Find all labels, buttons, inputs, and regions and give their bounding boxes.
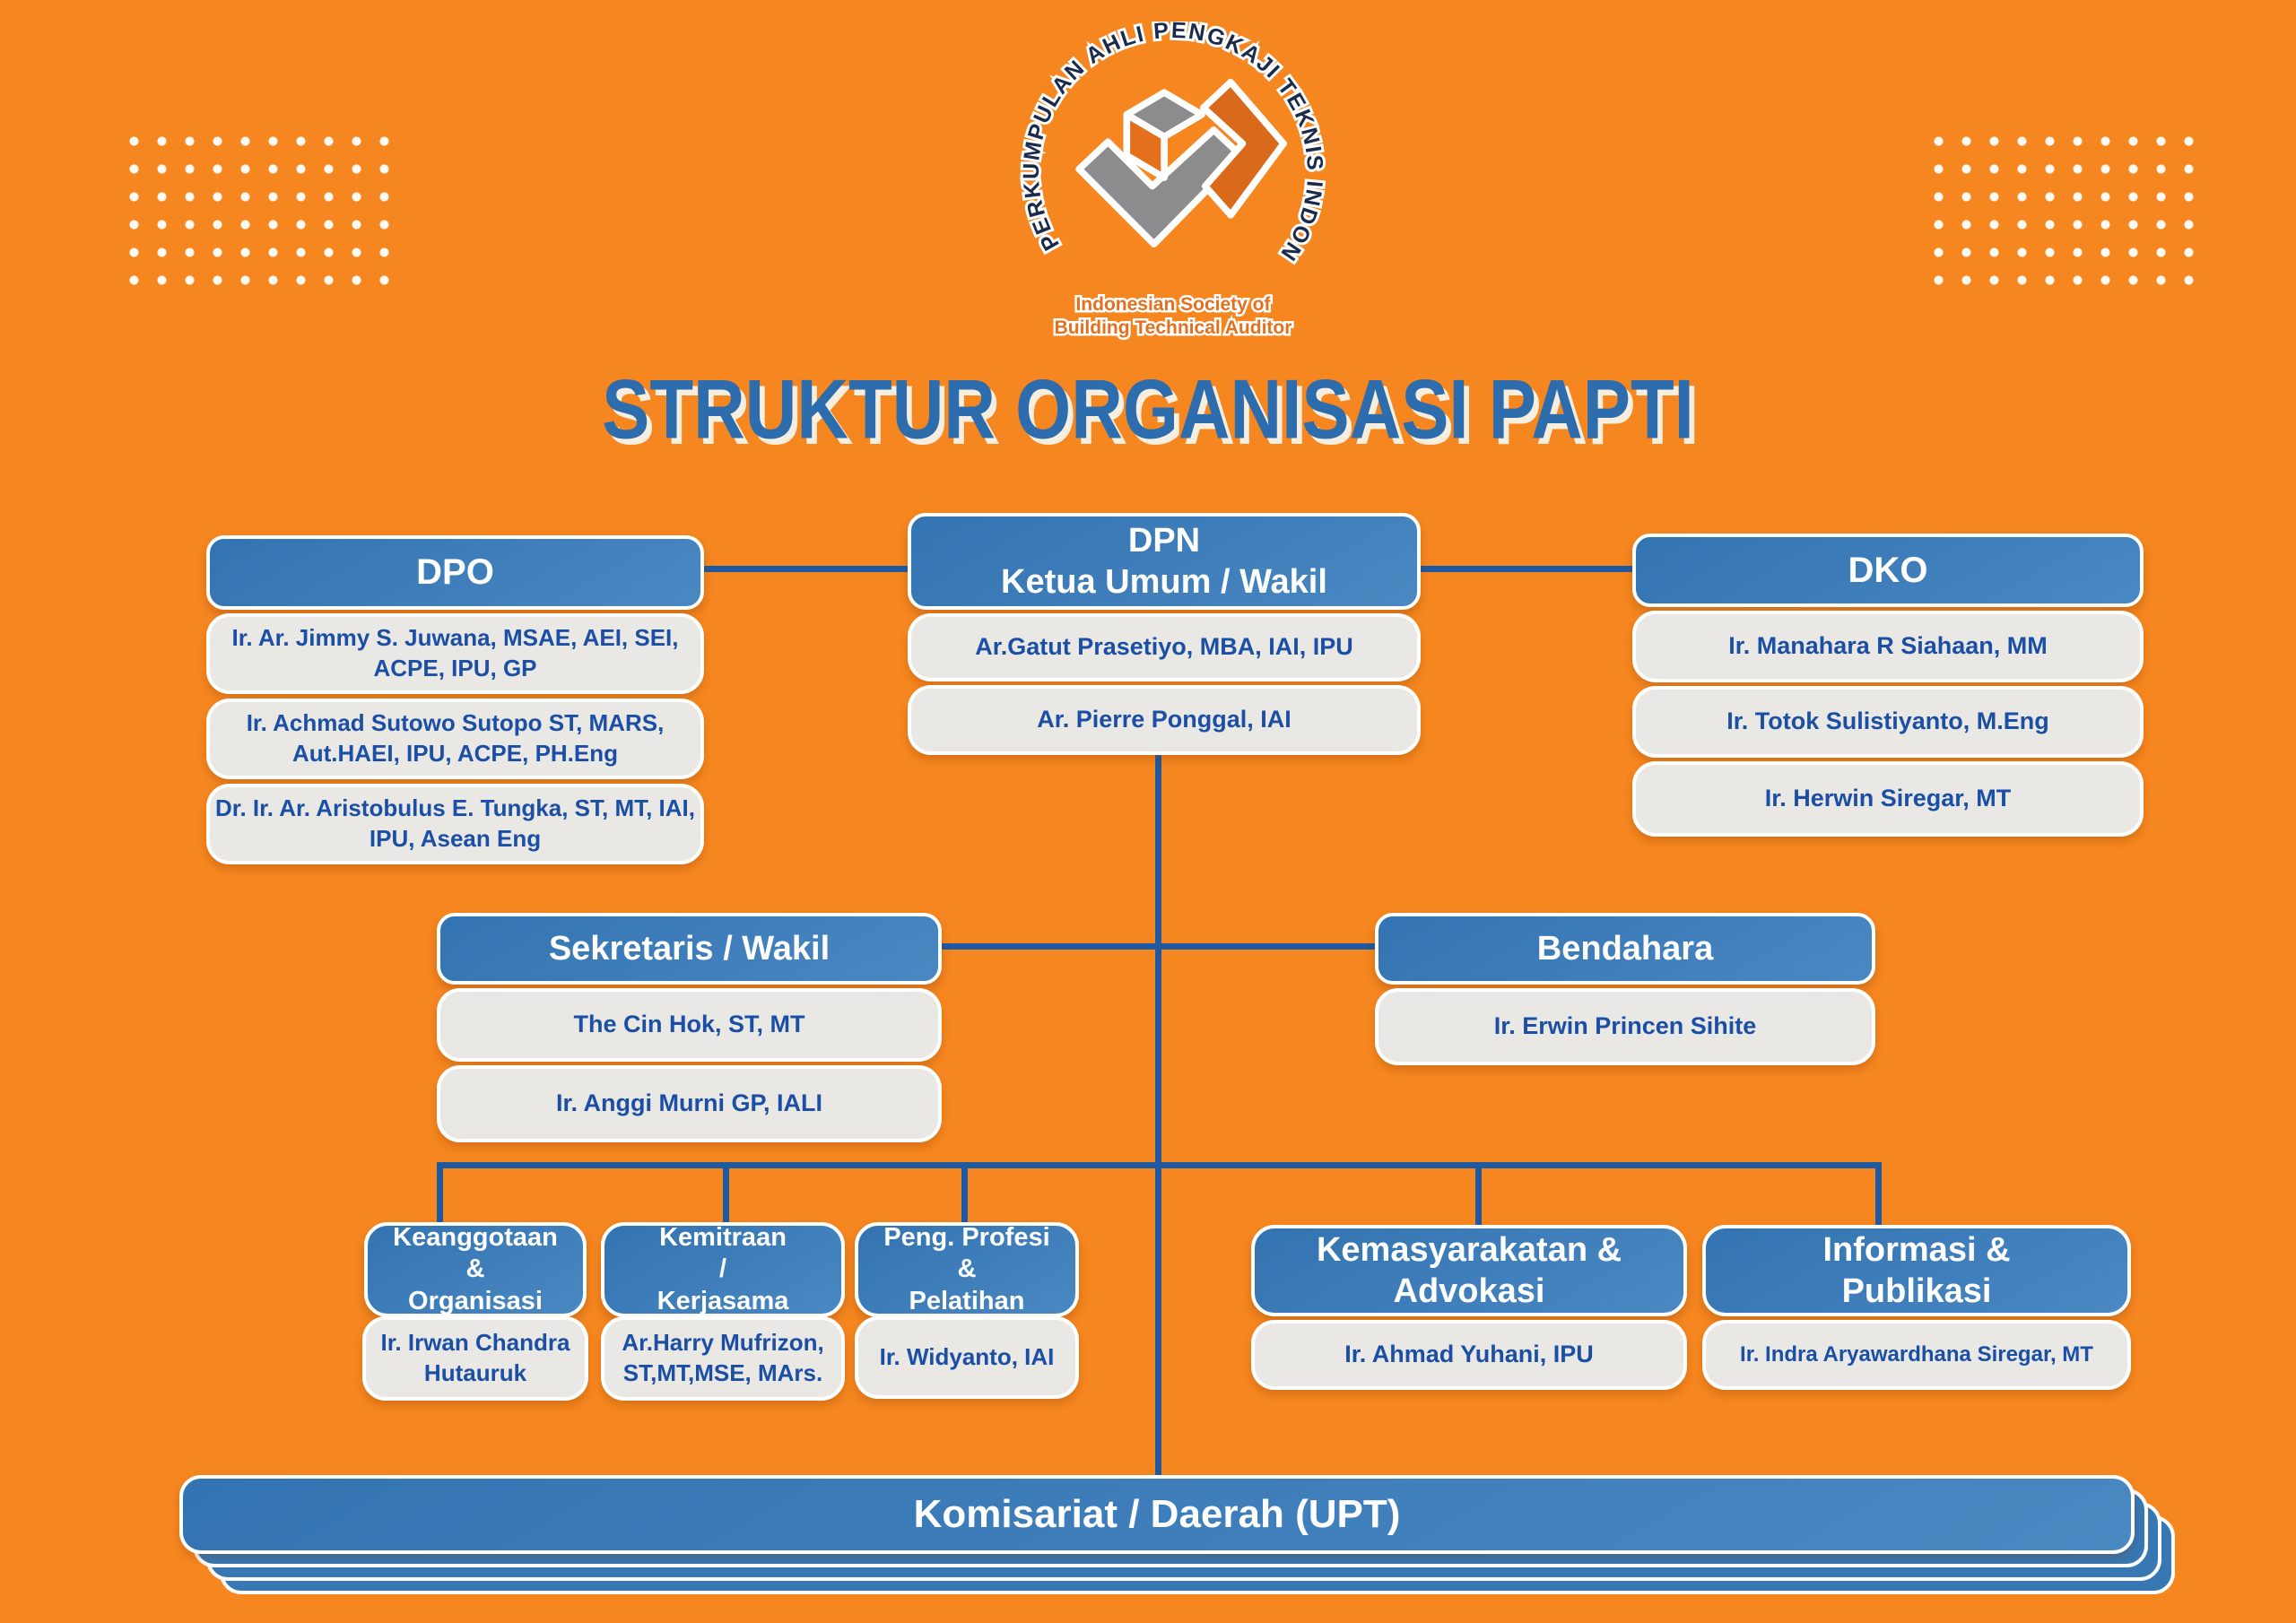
dko-header: DKO [1632, 534, 2144, 607]
connector-dpn-dko [1421, 566, 1632, 572]
connector-branch [437, 1162, 1882, 1168]
connector-sekretaris-bendahara [942, 943, 1375, 950]
logo-cube-icon [1075, 78, 1287, 248]
division-informasi-header: Informasi & Publikasi [1702, 1225, 2131, 1316]
dot-grid-right [1921, 124, 2201, 292]
dko-member-3: Ir. Herwin Siregar, MT [1632, 761, 2144, 837]
connector-drop-pengprofesi [961, 1162, 968, 1225]
division-keanggotaan-header: Keanggotaan & Organisasi [364, 1222, 587, 1317]
division-kemitraan-header: Kemitraan / Kerjasama [601, 1222, 845, 1317]
division-pengprofesi-member: Ir. Widyanto, IAI [855, 1316, 1079, 1399]
sekretaris-header: Sekretaris / Wakil [437, 913, 942, 985]
dpo-header: DPO [206, 535, 704, 610]
division-kemasyarakatan-header: Kemasyarakatan & Advokasi [1251, 1225, 1687, 1316]
dpo-member-1: Ir. Ar. Jimmy S. Juwana, MSAE, AEI, SEI,… [206, 613, 704, 694]
connector-drop-informasi [1875, 1162, 1882, 1228]
bendahara-member-1: Ir. Erwin Princen Sihite [1375, 988, 1875, 1065]
papti-logo: PERKUMPULAN AHLI PENGKAJI TEKNIS INDONES… [1003, 22, 1328, 341]
page-title: STRUKTUR ORGANISASI PAPTI [602, 361, 1694, 456]
logo-subtitle-line1: Indonesian Society of [1075, 294, 1271, 315]
connector-drop-kemasyarakatan [1475, 1162, 1482, 1228]
dko-member-2: Ir. Totok Sulistiyanto, M.Eng [1632, 686, 2144, 758]
connector-trunk [1155, 755, 1161, 1477]
logo-subtitle-line2: Building Technical Auditor [1055, 317, 1292, 338]
division-kemitraan-member: Ar.Harry Mufrizon, ST,MT,MSE, MArs. [601, 1316, 845, 1401]
connector-drop-kemitraan [723, 1162, 729, 1225]
sekretaris-member-2: Ir. Anggi Murni GP, IALI [437, 1065, 942, 1142]
dpn-member-1: Ar.Gatut Prasetiyo, MBA, IAI, IPU [908, 613, 1421, 681]
division-pengprofesi-header: Peng. Profesi & Pelatihan [855, 1222, 1079, 1317]
division-informasi-member: Ir. Indra Aryawardhana Siregar, MT [1702, 1320, 2131, 1390]
division-keanggotaan-member: Ir. Irwan Chandra Hutauruk [362, 1316, 588, 1401]
bendahara-header: Bendahara [1375, 913, 1875, 985]
komisariat-bar: Komisariat / Daerah (UPT) [179, 1475, 2135, 1554]
dpn-header: DPN Ketua Umum / Wakil [908, 513, 1421, 610]
sekretaris-member-1: The Cin Hok, ST, MT [437, 988, 942, 1062]
dko-member-1: Ir. Manahara R Siahaan, MM [1632, 611, 2144, 682]
dot-grid-left [117, 124, 396, 292]
connector-dpo-dpn [704, 566, 908, 572]
connector-drop-keanggotaan [437, 1162, 443, 1225]
dpo-member-3: Dr. Ir. Ar. Aristobulus E. Tungka, ST, M… [206, 784, 704, 864]
division-kemasyarakatan-member: Ir. Ahmad Yuhani, IPU [1251, 1320, 1687, 1390]
dpn-member-2: Ar. Pierre Ponggal, IAI [908, 685, 1421, 755]
dpo-member-2: Ir. Achmad Sutowo Sutopo ST, MARS, Aut.H… [206, 699, 704, 779]
